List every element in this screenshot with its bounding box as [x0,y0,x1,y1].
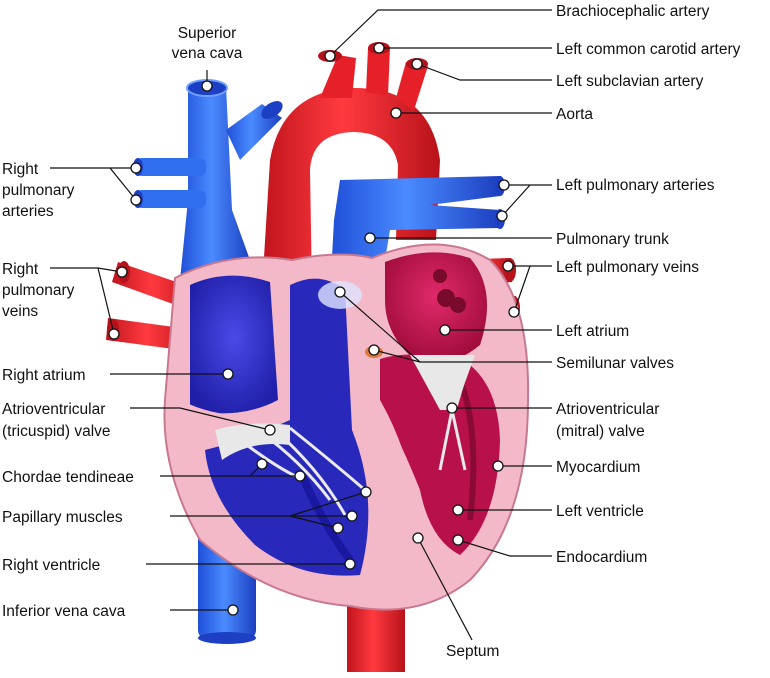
dot-papillary-muscle-2 [332,522,344,534]
label-right-ventricle: Right ventricle [2,557,100,574]
aorta-vessel [262,42,440,291]
dot-right-pulmonary-artery-1 [130,162,142,174]
dot-left-ventricle [452,504,464,516]
label-aorta: Aorta [556,106,593,123]
dot-pulmonary-trunk [364,232,376,244]
dot-myocardium [492,460,504,472]
dot-right-pulmonary-vein-2 [108,328,120,340]
label-brachiocephalic-artery: Brachiocephalic artery [556,3,710,20]
label-chordae-tendineae: Chordae tendineae [2,469,134,486]
label-left-ventricle: Left ventricle [556,503,644,520]
label-pulmonary-trunk: Pulmonary trunk [556,231,669,248]
dot-av-tricuspid-valve [264,424,276,436]
dot-papillary-muscle-1 [360,486,372,498]
dot-left-subclavian-artery [411,58,423,70]
dot-left-common-carotid-artery [373,42,385,54]
label-septum: Septum [446,643,499,660]
label-dots [108,42,520,616]
label-semilunar-valves: Semilunar valves [556,355,674,372]
dot-aorta [390,107,402,119]
label-inferior-vena-cava: Inferior vena cava [2,603,126,620]
dot-left-pulmonary-vein-1 [502,260,514,272]
dot-left-pulmonary-vein-2 [508,306,520,318]
dot-chordae-tendineae-1 [294,470,306,482]
right-pulmonary-arteries-vessel [133,158,206,208]
dot-superior-vena-cava [201,80,213,92]
label-right-atrium: Right atrium [2,367,86,384]
dot-semilunar-valve-2 [368,344,380,356]
dot-right-pulmonary-vein-1 [116,266,128,278]
labels: Superior vena cava Brachiocephalic arter… [2,3,741,660]
leader-lines [50,9,552,641]
label-right-pulmonary-arteries-line3: arteries [2,203,54,220]
superior-vena-cava-vessel [180,79,283,290]
label-left-pulmonary-arteries: Left pulmonary arteries [556,177,715,194]
dot-right-pulmonary-artery-2 [130,194,142,206]
dot-chordae-tendineae-2 [256,458,268,470]
label-left-subclavian-artery: Left subclavian artery [556,73,704,90]
label-right-pulmonary-veins-line2: pulmonary [2,282,75,299]
dot-left-atrium [439,324,451,336]
dot-left-pulmonary-artery-2 [496,210,508,222]
dot-right-ventricle [344,558,356,570]
heart-body [163,243,530,611]
label-left-common-carotid-artery: Left common carotid artery [556,41,741,58]
dot-septum [412,532,424,544]
dot-semilunar-valve-1 [334,286,346,298]
label-myocardium: Myocardium [556,459,640,476]
dot-endocardium [452,534,464,546]
dot-papillary-muscle-3 [346,510,358,522]
label-left-pulmonary-veins: Left pulmonary veins [556,259,699,276]
dot-brachiocephalic-artery [324,50,336,62]
label-right-pulmonary-arteries-line2: pulmonary [2,182,75,199]
dot-right-atrium [222,368,234,380]
label-superior-vena-cava-line1: Superior [178,25,237,42]
label-right-pulmonary-veins-line1: Right [2,261,39,278]
label-av-mitral-valve-line2: (mitral) valve [556,423,645,440]
label-left-atrium: Left atrium [556,323,629,340]
label-superior-vena-cava-line2: vena cava [172,45,243,62]
dot-left-pulmonary-artery-1 [498,179,510,191]
label-right-pulmonary-arteries-line1: Right [2,161,39,178]
label-av-tricuspid-valve-line2: (tricuspid) valve [2,423,111,440]
label-av-tricuspid-valve-line1: Atrioventricular [2,401,105,418]
dot-av-mitral-valve [446,402,458,414]
label-av-mitral-valve-line1: Atrioventricular [556,401,659,418]
label-right-pulmonary-veins-line3: veins [2,303,38,320]
label-endocardium: Endocardium [556,549,647,566]
dot-inferior-vena-cava [227,604,239,616]
label-papillary-muscles: Papillary muscles [2,509,123,526]
